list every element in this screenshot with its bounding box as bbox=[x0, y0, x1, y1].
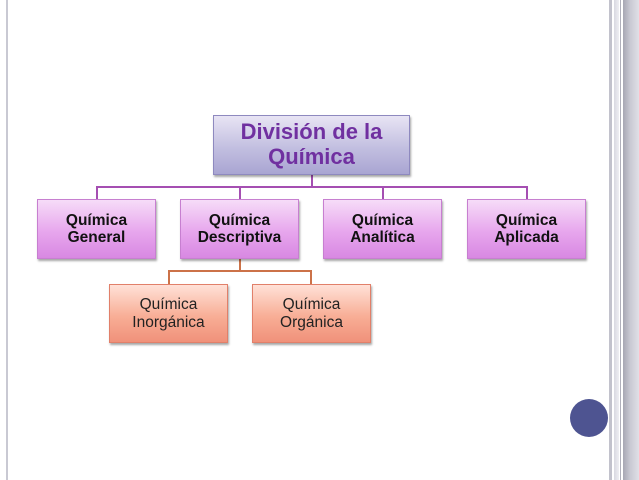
node-label-line1: Química bbox=[139, 296, 198, 314]
node-label-line2: Descriptiva bbox=[197, 229, 282, 246]
right-border-stripe bbox=[620, 0, 621, 480]
node-quimica-inorganica: Química Inorgánica bbox=[109, 284, 228, 343]
connector-organica bbox=[310, 270, 312, 284]
node-quimica-analitica: Química Analítica bbox=[323, 199, 442, 259]
node-label-line1: Química bbox=[208, 211, 271, 229]
node-label-line2: Analítica bbox=[350, 229, 415, 246]
node-label-line1: Química bbox=[351, 211, 414, 229]
node-label-line2: Aplicada bbox=[494, 229, 559, 246]
node-label-line2: Inorgánica bbox=[132, 313, 205, 331]
connector-level1-bus bbox=[96, 186, 528, 188]
node-label-line2: Orgánica bbox=[280, 313, 343, 331]
node-label-line2: General bbox=[67, 229, 126, 246]
node-label-line1: Química bbox=[495, 211, 558, 229]
node-quimica-descriptiva: Química Descriptiva bbox=[180, 199, 299, 259]
node-quimica-general: Química General bbox=[37, 199, 156, 259]
node-label-line1: Química bbox=[282, 296, 341, 314]
connector-general bbox=[96, 186, 98, 199]
node-quimica-aplicada: Química Aplicada bbox=[467, 199, 586, 259]
right-border-stripe bbox=[614, 0, 619, 480]
node-label-line1: Química bbox=[65, 211, 128, 229]
node-quimica-organica: Química Orgánica bbox=[252, 284, 371, 343]
right-border-band bbox=[623, 0, 639, 480]
left-border-line bbox=[6, 0, 8, 480]
node-label-line1: División de la bbox=[240, 119, 383, 145]
node-label-line2: Química bbox=[268, 144, 355, 169]
slide-circle-decoration bbox=[570, 399, 608, 437]
node-division-de-la-quimica: División de la Química bbox=[213, 115, 410, 175]
connector-descriptiva bbox=[239, 186, 241, 199]
connector-analitica bbox=[382, 186, 384, 199]
connector-root-trunk bbox=[311, 175, 313, 187]
connector-level2-bus bbox=[168, 270, 312, 272]
connector-descriptiva-trunk bbox=[239, 259, 241, 271]
right-border-stripe bbox=[609, 0, 612, 480]
connector-inorganica bbox=[168, 270, 170, 284]
connector-aplicada bbox=[526, 186, 528, 199]
